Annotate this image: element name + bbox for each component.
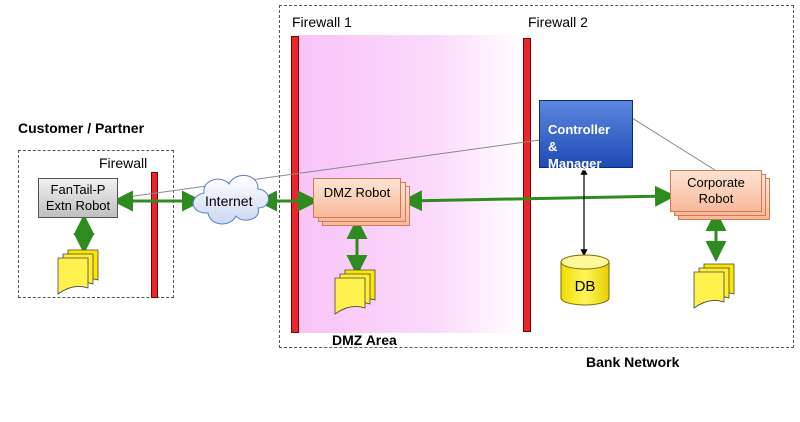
customer-firewall-bar — [151, 172, 158, 298]
customer-firewall-label: Firewall — [99, 155, 148, 171]
dmz-robot-node[interactable]: DMZ Robot — [313, 178, 401, 218]
dmz-area-label: DMZ Area — [332, 332, 397, 348]
firewall-2-label: Firewall 2 — [528, 14, 588, 30]
database-icon — [560, 254, 610, 306]
cloud-icon — [192, 174, 269, 225]
internet-label: Internet — [205, 193, 253, 209]
corporate-robot-node[interactable]: Corporate Robot — [670, 170, 762, 212]
dmz-robot-label: DMZ Robot — [323, 185, 391, 200]
dmz-corporate-link — [401, 185, 676, 212]
customer-partner-zone — [18, 150, 174, 298]
controller-to-corporate-link — [631, 117, 719, 173]
firewall-1-label: Firewall 1 — [292, 14, 352, 30]
db-label: DB — [574, 278, 596, 295]
bank-network-zone — [279, 5, 794, 348]
bank-network-label: Bank Network — [586, 354, 680, 370]
fantail-robot-node[interactable]: FanTail-P Extn Robot — [38, 178, 118, 218]
customer-partner-label: Customer / Partner — [18, 120, 145, 136]
controller-manager-label: Controller & Manager — [548, 121, 611, 171]
document-stack-icon — [334, 269, 376, 315]
fantail-robot-label: FanTail-P Extn Robot — [45, 182, 111, 213]
firewall-1-bar — [291, 36, 299, 333]
document-stack-icon — [57, 249, 99, 295]
controller-manager-node[interactable]: Controller & Manager — [539, 100, 633, 171]
document-stack-icon — [693, 263, 735, 309]
corporate-robot-label: Corporate Robot — [687, 175, 745, 206]
controller-to-fantail-link — [119, 139, 541, 199]
firewall-2-bar — [523, 38, 531, 332]
